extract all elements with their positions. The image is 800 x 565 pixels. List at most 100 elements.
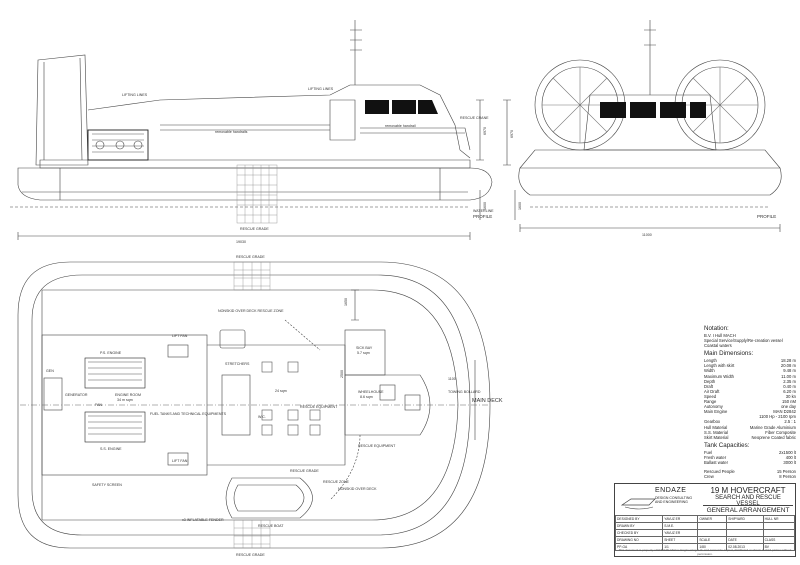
title-block-cell: DATE <box>726 536 764 544</box>
tank-row-key: Fresh water <box>704 454 727 460</box>
rescue-equipment-label-1: RESCUE EQUIPMENT <box>300 405 338 409</box>
dim-24-label: 24 sqm <box>275 389 287 393</box>
gen-label: GEN <box>46 369 54 373</box>
dimension-row-key: Length with skirt <box>704 363 735 369</box>
rescue-zone-label: RESCUE ZONE <box>323 480 350 484</box>
endaze-logo <box>620 498 656 510</box>
dimension-row-value: Marine Grade Aluminium <box>749 424 796 430</box>
generator-label: GENERATOR <box>65 393 88 397</box>
dimension-row-value: 9.48 m <box>783 368 796 374</box>
ps-engine-label: P.S. ENGINE <box>100 351 122 355</box>
sick-bay-area-label: 5.7 sqm <box>357 351 370 355</box>
dimension-row-key: Hull Material <box>704 424 728 430</box>
nonskid-bottom-label: NONSKID OVER DECK <box>338 487 377 491</box>
wheelhouse-label: WHEELHOUSE <box>358 390 384 394</box>
drawing-title: 19 M HOVERCRAFT <box>710 486 786 495</box>
rescue-grade-label-profile: RESCUE GRADE <box>240 227 269 231</box>
front-view <box>503 20 782 232</box>
dimension-row: 1100 Hp - 2100 rpm <box>704 414 796 419</box>
dimension-row-value: 2.35 m <box>783 378 796 384</box>
dim-length-label: 19030 <box>236 240 246 244</box>
title-block-cell: SCALE <box>697 536 728 544</box>
dimension-row-key: Skirt Material <box>704 434 729 440</box>
dimension-row-value: 0.40 m <box>783 383 796 389</box>
dimension-row-value: one day <box>781 404 796 410</box>
dim-height-label: 6970 <box>483 127 487 135</box>
wheelhouse-area-label: 8.6 sqm <box>360 395 373 399</box>
title-block-cell: CHECKED BY <box>614 529 664 537</box>
front-dim-height-label: 6970 <box>510 130 514 138</box>
front-dim-hull-label: 1600 <box>518 202 522 210</box>
title-block-cell: SHIPYARD <box>726 515 764 523</box>
drawing-type: GENERAL ARRANGEMENT <box>703 505 793 514</box>
notation-line: B.V. I Hull MACH <box>704 333 736 338</box>
main-deck-label: MAIN DECK <box>472 398 503 404</box>
lift-fan-label-2: LIFT FAN <box>172 459 188 463</box>
tank-row-value: 400 lt <box>785 454 796 460</box>
rescue-grade-mid-label: RESCUE GRADE <box>290 469 319 473</box>
ss-engine-label: S.S. ENGINE <box>100 447 122 451</box>
dim-2500-label: 2500 <box>340 370 344 378</box>
brand-subtitle: DESIGN CONSULTING AND ENGINEERING <box>655 496 693 504</box>
tank-row: Fresh water 400 lt <box>704 455 796 460</box>
removable-handrails-label: removable handrails <box>215 130 248 134</box>
dimension-row-key: Gearbox <box>704 419 721 425</box>
brand-name: ENDAZE <box>655 487 687 494</box>
removable-handrail-label: removable handrail <box>385 124 416 128</box>
sick-bay-label: SICK BAY <box>356 346 373 350</box>
persons-row-value: 8 Person <box>779 474 796 480</box>
stretchers-label: STRETCHERS <box>225 362 250 366</box>
rescue-crane-label: RESCUE CRANE <box>460 116 489 120</box>
title-block-cell: YAVUZ ER <box>662 515 699 523</box>
fan-label: FAN <box>95 403 102 407</box>
front-profile-label: PROFILE <box>757 214 776 219</box>
engine-room-area-label: 34 m sqm <box>117 398 133 402</box>
notation-line: Coastal waters <box>704 343 732 349</box>
lift-fan-label-1: LIFT FAN <box>172 334 188 338</box>
main-dimensions-heading: Main Dimensions: <box>704 350 754 358</box>
waterline-label: WATERLINE <box>473 209 494 213</box>
lifting-lines-label-2: LIFTING LINES <box>308 87 334 91</box>
dimension-row-key: Range <box>704 399 717 405</box>
tank-capacities-heading: Tank Capacities: <box>704 441 750 449</box>
engine-room-label: ENGINE ROOM <box>115 393 141 397</box>
title-block-cell: PP-GA <box>614 543 664 551</box>
lifting-lines-label-1: LIFTING LINES <box>122 93 148 97</box>
rescue-grade-bottom-label: RESCUE GRADE <box>236 553 265 557</box>
copyright-footer: This document is property of ENDAZE Mari… <box>618 548 792 556</box>
wc-label: W.C. <box>258 415 266 419</box>
dimension-row-key: S.S. Material <box>704 429 728 435</box>
drawing-subtitle: SEARCH AND RESCUE VESSEL <box>715 495 781 507</box>
title-block-cell: HULL NR <box>762 515 796 523</box>
dimension-row-key: Depth <box>704 378 716 384</box>
rescue-grade-top-label: RESCUE GRADE <box>236 255 265 259</box>
dimension-row-key: Draft <box>704 383 714 389</box>
dimension-row-value: 18.28 m <box>780 358 796 364</box>
dimension-row-value: 20.08 m <box>780 363 796 369</box>
title-block-cell: S.M.E. <box>662 522 699 530</box>
title-block-cell: 1/1 <box>662 543 699 551</box>
title-block-cell: CLASS <box>762 536 796 544</box>
dim-1650-label: 1650 <box>344 298 348 306</box>
dimension-row-value: 30 kn <box>785 393 796 399</box>
dim-hull-label: 1600 <box>483 202 487 210</box>
dimension-row: Length with skirt 20.08 m <box>704 363 796 368</box>
front-dim-width-label: 11000 <box>642 233 652 237</box>
dimension-row-value: 150 nM <box>782 399 796 405</box>
dimension-row-value: 2.5 : 1 <box>784 419 796 425</box>
dimension-row-key: Width <box>704 368 715 374</box>
